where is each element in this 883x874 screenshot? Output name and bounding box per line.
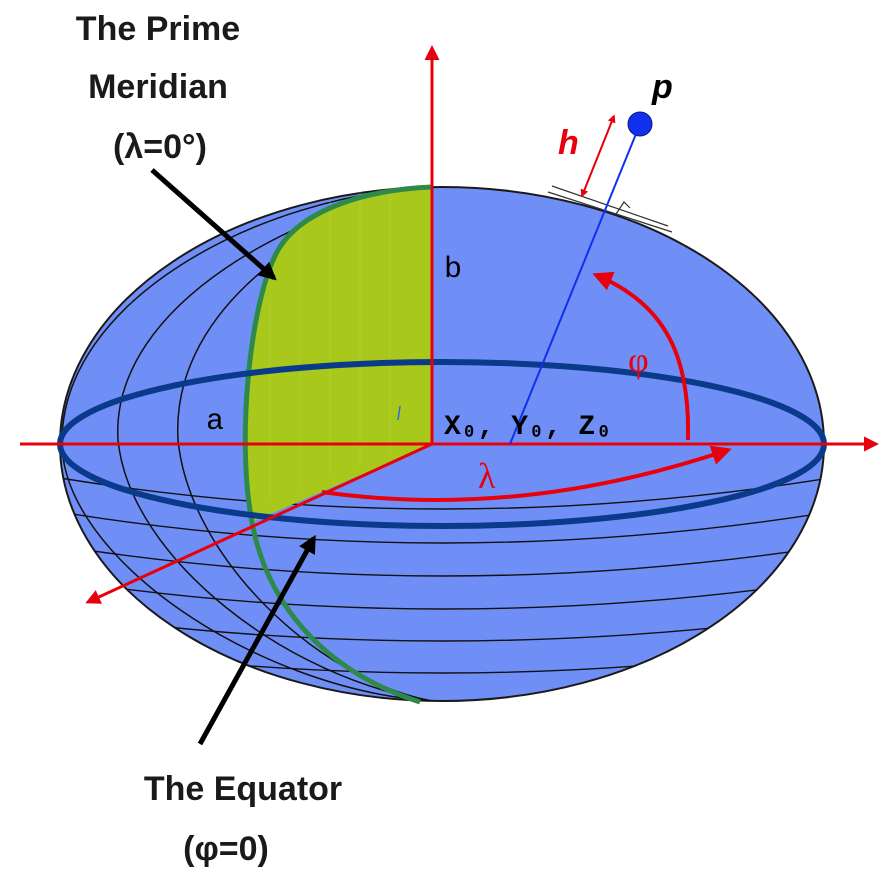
prime-meridian-title-line1: The Prime [76,10,240,48]
longitude-label: λ [478,456,496,496]
semi-minor-label: b [444,253,462,287]
latitude-label: φ [628,340,649,380]
point-p-icon [627,111,653,137]
height-label: h [558,124,579,162]
latitude-arc [592,271,691,441]
prime-meridian-callout-arrow-icon [150,168,277,281]
equator-value: (φ=0) [183,830,269,868]
equator-title: The Equator [144,770,342,808]
semi-major-label: a [206,405,224,439]
prime-meridian-sector [245,187,432,522]
equator-callout-arrow-icon [197,534,317,746]
longitude-arc [321,445,732,502]
point-label: p [651,68,673,106]
prime-meridian-title-line2: Meridian [88,68,228,106]
origin-tick [397,405,401,421]
normal-line [509,123,641,445]
prime-meridian-curve [242,184,433,705]
prime-meridian-value: (λ=0°) [113,128,207,166]
height-arrow [580,114,616,198]
y-axis [85,442,433,604]
tangent-plane [547,185,673,233]
origin-label: X₀, Y₀, Z₀ [444,412,612,443]
